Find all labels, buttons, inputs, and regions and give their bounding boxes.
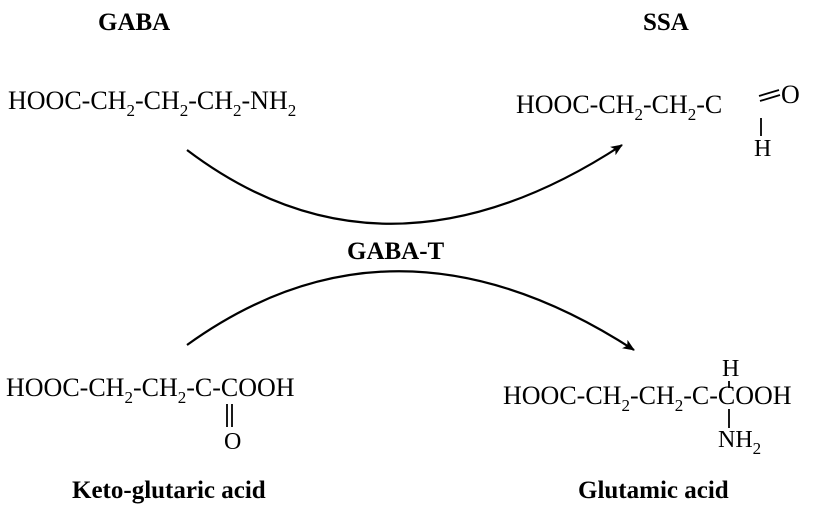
- subscript: 2: [124, 388, 133, 407]
- keto-formula: HOOC-CH2-CH2-C-COOH: [6, 373, 295, 407]
- lower-curved-arrow: [186, 270, 635, 351]
- formula-segment: HOOC-CH: [6, 373, 125, 402]
- subscript: 2: [177, 388, 187, 407]
- formula-segment: -CH: [642, 90, 688, 119]
- ssa-oxygen: O: [781, 80, 800, 109]
- ssa-formula: HOOC-CH2-CH2-C: [516, 90, 723, 124]
- subscript: 2: [687, 105, 697, 124]
- keto-glutaric-name: Keto-glutaric acid: [72, 477, 266, 504]
- gaba-formula: HOOC-CH2-CH2-CH2-NH2: [8, 86, 296, 120]
- formula-segment: HOOC-CH: [503, 381, 622, 410]
- formula-segment: -CH: [629, 381, 675, 410]
- subscript: 2: [179, 101, 189, 120]
- glutamic-formula: HOOC-CH2-CH2-C-COOH: [503, 381, 792, 415]
- subscript: 2: [126, 101, 135, 120]
- keto-oxygen: O: [224, 429, 242, 455]
- glutamic-hydrogen: H: [722, 356, 740, 382]
- gaba-title: GABA: [98, 9, 171, 36]
- formula-segment: -CH: [132, 373, 178, 402]
- ssa-title: SSA: [643, 9, 689, 36]
- subscript: 2: [233, 101, 242, 120]
- formula-segment: -CH: [134, 86, 180, 115]
- glutamic-amine: NH2: [718, 427, 761, 457]
- formula-segment: HOOC-CH: [8, 86, 127, 115]
- subscript: 2: [287, 101, 297, 120]
- formula-segment: -C: [696, 90, 723, 119]
- formula-segment: -C-COOH: [683, 381, 792, 410]
- formula-segment: NH: [718, 427, 753, 453]
- subscript: 2: [674, 396, 684, 415]
- subscript: 2: [752, 439, 762, 458]
- subscript: 2: [634, 105, 643, 124]
- formula-segment: -C-COOH: [186, 373, 295, 402]
- enzyme-label: GABA-T: [347, 238, 445, 265]
- formula-segment: -CH: [188, 86, 234, 115]
- keto-carbonyl-bond: [226, 404, 233, 427]
- formula-segment: -NH: [241, 86, 288, 115]
- upper-curved-arrow: [186, 144, 623, 225]
- glutamic-name: Glutamic acid: [578, 477, 729, 504]
- formula-segment: HOOC-CH: [516, 90, 635, 119]
- ssa-hydrogen: H: [754, 136, 772, 162]
- subscript: 2: [621, 396, 630, 415]
- ssa-aldehyde-bonds: [758, 89, 781, 136]
